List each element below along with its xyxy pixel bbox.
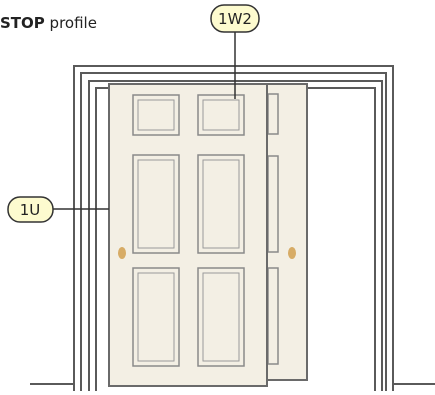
callout-1u-label: 1U <box>20 201 41 219</box>
callout-1u: 1U <box>7 196 109 223</box>
door-knob-icon <box>118 247 126 259</box>
rear-door <box>264 83 308 381</box>
door-knob-icon <box>288 247 296 259</box>
front-door <box>108 83 268 387</box>
callout-1w2: 1W2 <box>210 4 260 99</box>
diagram-heading: STOP profile <box>0 14 97 32</box>
callout-1w2-label: 1W2 <box>218 10 252 28</box>
heading-rest: profile <box>44 14 97 32</box>
heading-bold: STOP <box>0 14 45 32</box>
